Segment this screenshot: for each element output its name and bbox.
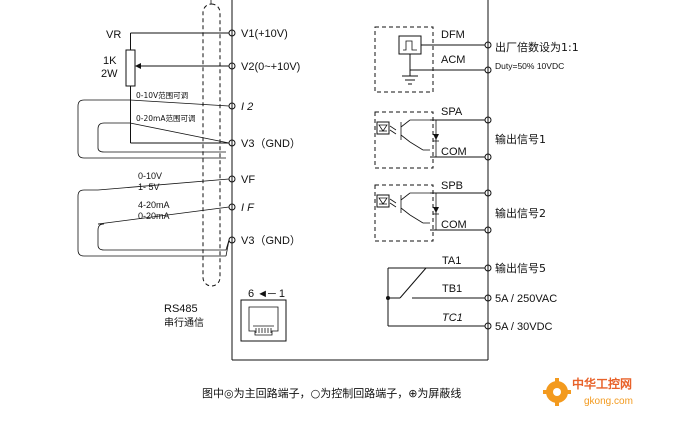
pot-value-label: 1K: [103, 55, 117, 67]
terminal-acm-label: ACM: [441, 54, 465, 66]
shield-cable: [202, 0, 221, 287]
watermark-cn: 中华工控网: [572, 376, 632, 391]
spa-optocoupler: [374, 111, 492, 169]
range-voltage-note: 0-10V范围可调: [136, 90, 188, 100]
gear-icon: [543, 378, 571, 406]
duty-note: Duty=50% 10VDC: [495, 61, 564, 71]
vf-if-input-wiring: [77, 178, 230, 257]
terminal-dfm-label: DFM: [441, 29, 465, 41]
pot-power-label: 2W: [101, 68, 118, 80]
rs485-pin-order: 6 ◄─ 1: [248, 288, 285, 300]
potentiometer: [125, 32, 229, 144]
relay-contacts: [386, 264, 492, 330]
terminal-i2-label: I 2: [241, 101, 253, 113]
terminal-ta1-label: TA1: [442, 255, 461, 267]
if-range-1: 4-20mA: [138, 200, 170, 210]
vf-range-2: 1- 5V: [138, 182, 160, 192]
rj45-port-icon: [240, 299, 287, 342]
terminal-com-2-label: COM: [441, 219, 467, 231]
pot-vr-label: VR: [106, 29, 121, 41]
inverter-box: [231, 0, 489, 361]
output-signal-2-note: 输出信号2: [495, 206, 546, 220]
if-range-2: 0-20mA: [138, 211, 170, 221]
watermark-url: gkong.com: [584, 396, 633, 407]
terminal-spa-label: SPA: [441, 106, 463, 118]
range-current-note: 0-20mA范围可调: [136, 113, 195, 123]
spb-optocoupler: [374, 184, 492, 242]
relay-dc-rating: 5A / 30VDC: [495, 321, 553, 333]
rs485-desc: 串行通信: [164, 316, 204, 329]
gkong-watermark: 中华工控网 gkong.com: [543, 376, 633, 407]
dfm-output-block: [374, 26, 492, 93]
output-signal-1-note: 输出信号1: [495, 132, 546, 146]
terminal-v3-gnd-label: V3（GND）: [241, 137, 301, 150]
terminal-vf-label: VF: [241, 174, 255, 186]
terminal-spb-label: SPB: [441, 180, 463, 192]
legend-text: 图中◎为主回路端子，○为控制回路端子，⊕为屏蔽线: [202, 386, 461, 400]
output-signal-5-note: 输出信号5: [495, 261, 546, 275]
terminal-v3-gnd-2-label: V3（GND）: [241, 234, 301, 247]
terminal-com-1-label: COM: [441, 146, 467, 158]
rs485-label: RS485: [164, 303, 198, 315]
terminal-tb1-label: TB1: [442, 283, 462, 295]
vf-range-1: 0-10V: [138, 171, 162, 181]
terminal-tc1-label: TC1: [442, 312, 463, 324]
relay-ac-rating: 5A / 250VAC: [495, 293, 557, 305]
i2-input-wiring: [77, 99, 230, 159]
terminal-v2-label: V2(0~+10V): [241, 61, 300, 73]
terminal-v1-label: V1(+10V): [241, 28, 288, 40]
terminal-if-label: I F: [241, 202, 255, 214]
factory-ratio-note: 出厂倍数设为1:1: [495, 40, 579, 54]
